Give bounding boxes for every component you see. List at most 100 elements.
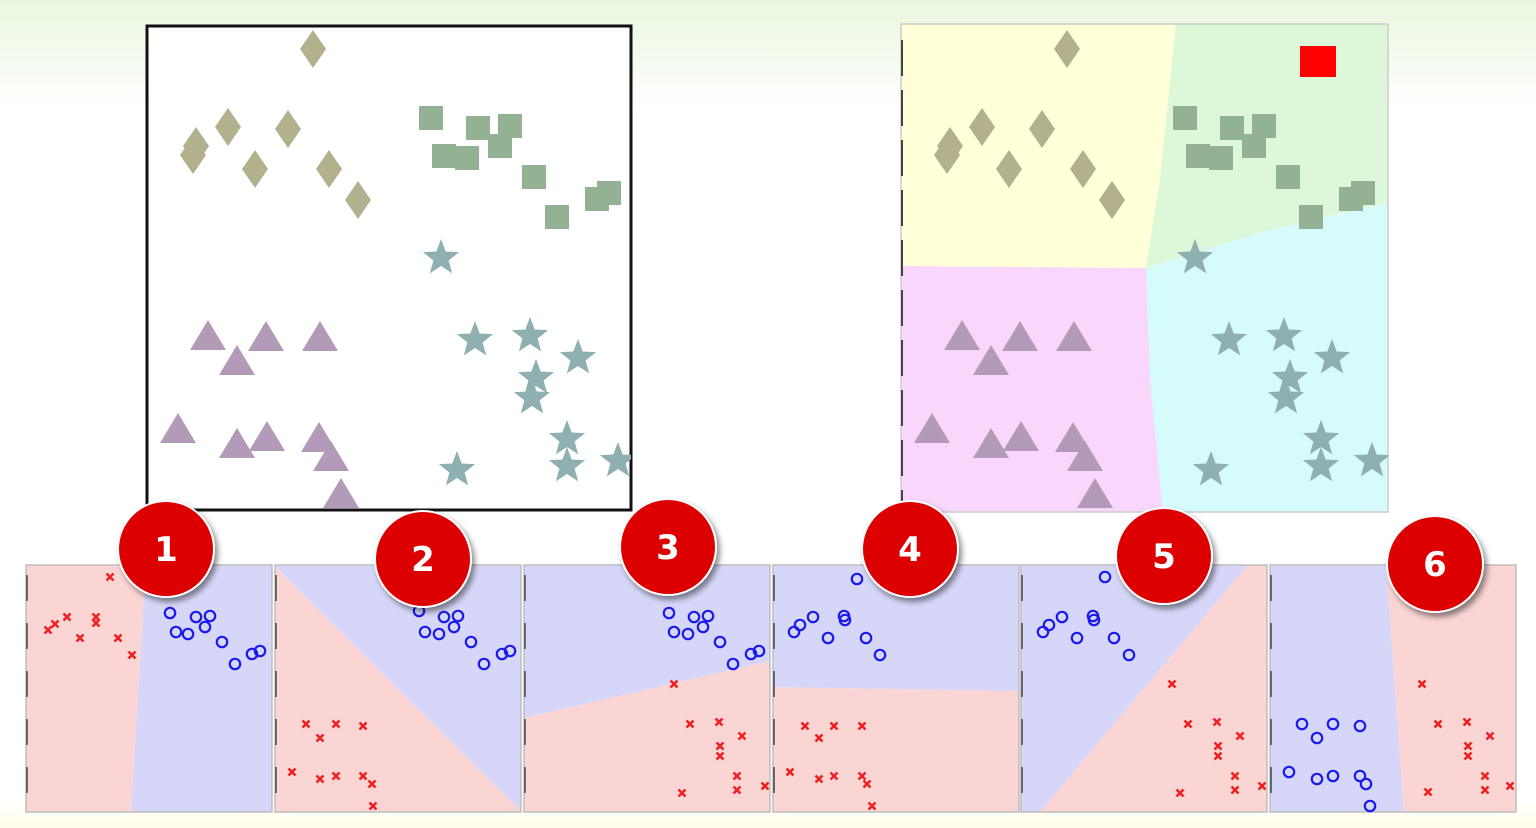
x-point — [105, 572, 115, 582]
x-point — [714, 717, 724, 727]
x-point — [800, 721, 810, 731]
step-badge-1: 1 — [117, 500, 215, 598]
o-point — [245, 647, 259, 661]
x-stroke — [50, 619, 60, 629]
x-stroke — [62, 612, 72, 622]
region-x — [26, 565, 146, 812]
x-point — [737, 731, 747, 741]
x-stroke — [1230, 771, 1240, 781]
square-point — [1209, 146, 1233, 170]
o-point — [787, 625, 801, 639]
x-point — [1212, 717, 1222, 727]
x-stroke — [862, 779, 872, 789]
o-point — [169, 625, 183, 639]
x-stroke — [1505, 781, 1515, 791]
classifier-panel-3 — [524, 565, 770, 812]
step-badge-2: 2 — [374, 510, 472, 608]
o-point — [228, 657, 242, 671]
badge-circle — [374, 510, 472, 608]
x-point — [287, 767, 297, 777]
x-point — [331, 771, 341, 781]
region-o — [524, 565, 770, 718]
x-stroke — [1462, 717, 1472, 727]
o-point — [696, 620, 710, 634]
badge-number: 5 — [1152, 537, 1176, 577]
x-stroke — [714, 717, 724, 727]
x-point — [1230, 771, 1240, 781]
o-point — [821, 631, 835, 645]
x-stroke — [737, 731, 747, 741]
x-point — [857, 771, 867, 781]
x-point — [829, 721, 839, 731]
square-point — [455, 146, 479, 170]
o-point — [451, 609, 465, 623]
panel-points-3 — [662, 606, 770, 798]
o-point — [662, 606, 676, 620]
o-point — [873, 648, 887, 662]
o-point — [859, 631, 873, 645]
step-badge-3: 3 — [619, 498, 717, 596]
badge-circle — [117, 500, 215, 598]
square-point — [545, 205, 569, 229]
triangle-point — [1067, 441, 1103, 471]
x-point — [1505, 781, 1515, 791]
x-point — [50, 619, 60, 629]
o-point — [681, 627, 695, 641]
classifier-panel-5 — [1021, 565, 1267, 812]
x-point — [862, 779, 872, 789]
o-point — [744, 647, 758, 661]
o-point — [447, 620, 461, 634]
x-stroke — [814, 774, 824, 784]
diamond-point — [969, 108, 995, 146]
x-point — [1183, 719, 1193, 729]
x-stroke — [315, 733, 325, 743]
x-stroke — [677, 788, 687, 798]
x-point — [1485, 731, 1495, 741]
triangle-point — [1056, 321, 1092, 351]
x-stroke — [1480, 785, 1490, 795]
badge-circle — [1386, 515, 1484, 613]
panel-points-2 — [287, 604, 517, 811]
x-stroke — [1463, 751, 1473, 761]
star-point — [1192, 451, 1230, 486]
o-point — [687, 610, 701, 624]
star-point — [511, 317, 549, 352]
x-point — [1167, 679, 1177, 689]
o-point — [1122, 648, 1136, 662]
o-point — [464, 635, 478, 649]
star-point — [548, 447, 586, 482]
x-stroke — [368, 801, 378, 811]
x-point — [669, 679, 679, 689]
step-badge-6: 6 — [1386, 515, 1484, 613]
clustered-plot-points — [914, 30, 1388, 508]
o-point — [432, 627, 446, 641]
x-stroke — [113, 633, 123, 643]
square-point — [488, 134, 512, 158]
panel-points-1 — [43, 572, 267, 671]
region-o — [773, 565, 1019, 691]
region-x — [524, 661, 770, 812]
x-point — [1417, 679, 1427, 689]
x-stroke — [1423, 787, 1433, 797]
region-x — [1386, 565, 1516, 812]
triangle-point — [323, 478, 359, 508]
x-point — [685, 719, 695, 729]
x-stroke — [315, 774, 325, 784]
x-point — [315, 774, 325, 784]
diamond-point — [934, 136, 960, 174]
x-point — [113, 633, 123, 643]
x-point — [43, 625, 53, 635]
triangle-point — [219, 428, 255, 458]
o-point — [1310, 772, 1324, 786]
o-point — [1055, 610, 1069, 624]
x-point — [1480, 785, 1490, 795]
region-x — [773, 686, 1019, 812]
square-point — [1299, 205, 1323, 229]
o-point — [1326, 769, 1340, 783]
o-point — [1282, 765, 1296, 779]
x-stroke — [1212, 717, 1222, 727]
star-point — [1210, 321, 1248, 356]
x-stroke — [1463, 741, 1473, 751]
square-point — [1173, 106, 1197, 130]
o-point — [495, 647, 509, 661]
